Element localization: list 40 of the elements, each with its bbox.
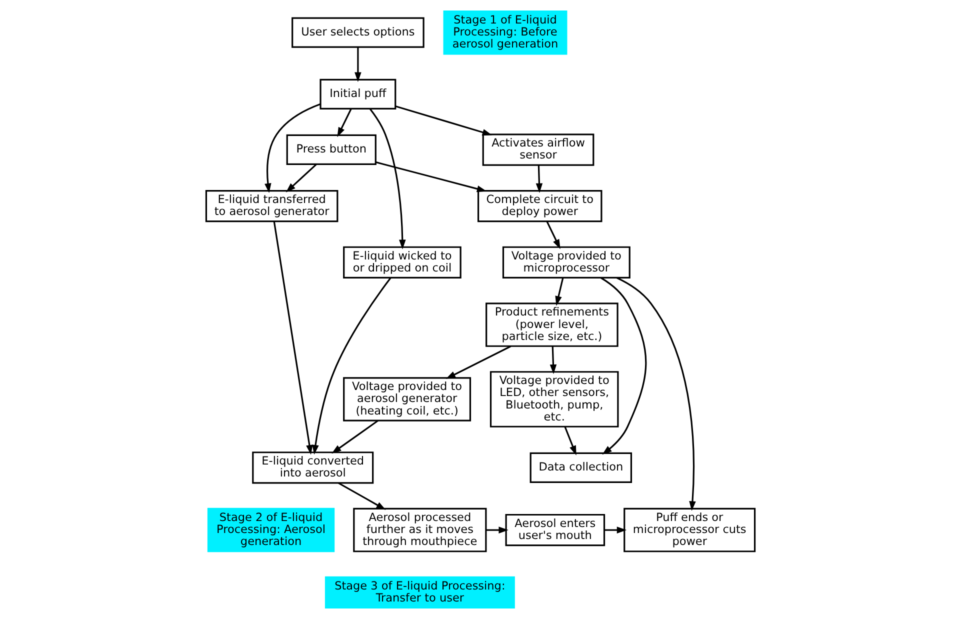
- node-box: Product refinements (power level, particle size, etc.): [485, 302, 618, 347]
- arrow: [312, 277, 391, 455]
- node-box: Stage 1 of E-liquid Processing: Before aerosol generation: [442, 10, 567, 55]
- arrow: [394, 105, 492, 136]
- arrow: [338, 482, 386, 510]
- node-box: Voltage provided to LED, other sensors, Bluetooth, pump, etc.: [489, 371, 618, 428]
- arrow: [369, 108, 406, 250]
- node-box: Voltage provided to aerosol generator (heating coil, etc.): [342, 377, 471, 422]
- arrow: [445, 346, 511, 379]
- node-box: Puff ends or microprocessor cuts power: [623, 508, 756, 552]
- node-box: Aerosol enters user's mouth: [504, 514, 605, 546]
- arrow: [485, 526, 508, 534]
- arrow: [616, 277, 696, 511]
- node-box: Initial puff: [319, 78, 396, 110]
- node-box: Aerosol processed further as it moves through mouthpiece: [352, 508, 486, 552]
- arrow: [600, 277, 646, 455]
- node-box: E-liquid converted into aerosol: [252, 452, 374, 484]
- node-box: Stage 3 of E-liquid Processing: Transfer to user: [324, 576, 514, 609]
- arrow: [354, 47, 361, 82]
- arrow: [554, 278, 564, 306]
- arrow: [285, 164, 316, 192]
- arrow: [331, 420, 378, 454]
- arrow: [264, 103, 320, 194]
- arrow: [564, 426, 576, 456]
- arrow: [604, 526, 626, 534]
- node-box: Press button: [286, 134, 376, 166]
- arrow: [549, 346, 556, 374]
- node-box: Stage 2 of E-liquid Processing: Aerosol generation: [206, 508, 334, 552]
- node-box: User selects options: [291, 17, 424, 48]
- node-box: E-liquid wicked to or dripped on coil: [342, 246, 461, 278]
- arrow: [546, 221, 560, 250]
- node-box: Voltage provided to microprocessor: [502, 246, 630, 278]
- arrow: [336, 108, 352, 138]
- node-box: Complete circuit to deploy power: [476, 190, 602, 222]
- node-box: E-liquid transferred to aerosol generator: [204, 190, 338, 222]
- node-box: Activates airflow sensor: [482, 134, 594, 166]
- arrow: [272, 221, 312, 455]
- arrow: [535, 165, 542, 193]
- arrow: [375, 161, 486, 192]
- node-box: Data collection: [529, 452, 632, 483]
